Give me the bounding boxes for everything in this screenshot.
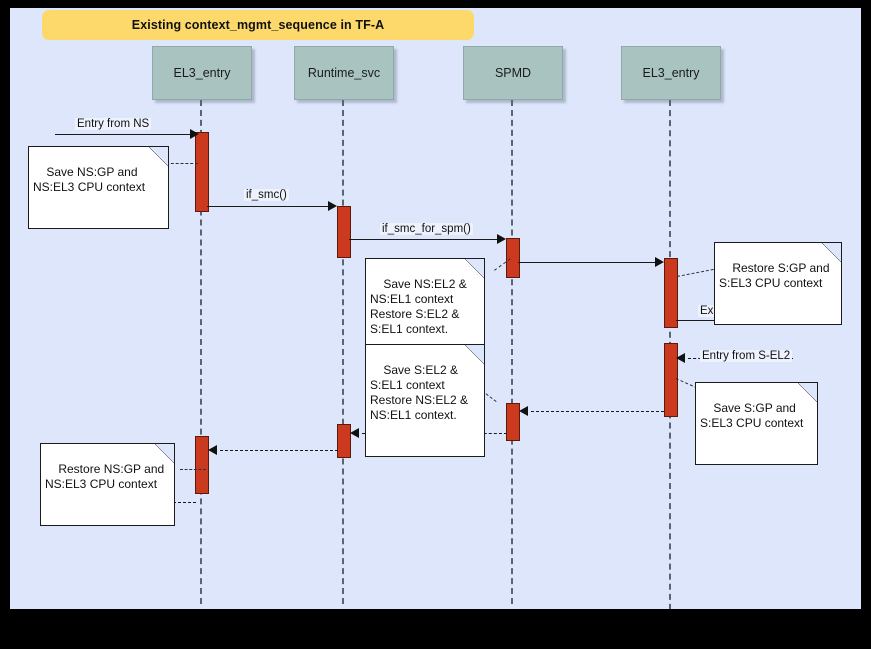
note-text: Save S:EL2 & S:EL1 context Restore NS:EL… xyxy=(370,363,469,422)
note-save-ns-gp: Save NS:GP and NS:EL3 CPU context xyxy=(28,146,169,229)
lifeline-head-el3-entry-ns[interactable]: EL3_entry xyxy=(152,46,252,100)
activation-bar-el3-entry-s-2 xyxy=(664,343,678,417)
message-label-if-smc: if_smc() xyxy=(244,189,289,201)
arrowhead-icon-entry-from-s-el2 xyxy=(676,353,685,363)
diagram-title-bar: Existing context_mgmt_sequence in TF-A xyxy=(42,10,474,40)
activation-bar-el3-entry-ns-2 xyxy=(195,436,209,494)
note-restore-ns-gp: Restore NS:GP and NS:EL3 CPU context xyxy=(40,443,175,526)
arrowhead-icon-runtime-svc-to-el3-entry-ns xyxy=(208,445,217,455)
note-fold-icon xyxy=(798,383,817,402)
lifeline-label: EL3_entry xyxy=(642,66,700,80)
message-line-el3-entry-s-to-spmd xyxy=(531,411,664,412)
note-save-s-el2: Save S:EL2 & S:EL1 context Restore NS:EL… xyxy=(365,344,485,457)
page-title: Existing context_mgmt_sequence in TF-A xyxy=(131,18,385,32)
message-label-if-smc-for-spm: if_smc_for_spm() xyxy=(380,223,473,235)
activation-bar-runtime-svc-1 xyxy=(337,206,351,258)
message-line-if-smc-for-spm xyxy=(349,239,498,240)
message-label-entry-from-s-el2: Entry from S-EL2 xyxy=(700,350,793,362)
note-save-s-gp: Save S:GP and S:EL3 CPU context xyxy=(695,382,818,465)
lifeline-label: EL3_entry xyxy=(173,66,231,80)
lifeline-label: SPMD xyxy=(494,66,532,80)
note-text: Save NS:GP and NS:EL3 CPU context xyxy=(33,165,146,194)
note-text: Restore S:GP and S:EL3 CPU context xyxy=(719,261,830,290)
message-line-spmd-to-el3-entry-s xyxy=(518,262,656,263)
lifeline-label: Runtime_svc xyxy=(307,66,381,80)
note-text: Restore NS:GP and NS:EL3 CPU context xyxy=(45,462,165,491)
note-text: Save S:GP and S:EL3 CPU context xyxy=(700,401,804,430)
message-line-entry-from-ns xyxy=(55,134,195,135)
lifeline-axis-runtime-svc xyxy=(342,100,344,604)
note-text: Save NS:EL2 & NS:EL1 context Restore S:E… xyxy=(370,277,467,336)
lifeline-axis-el3-entry-ns xyxy=(200,100,202,604)
lifeline-axis-spmd xyxy=(511,100,513,604)
activation-bar-spmd-1 xyxy=(506,238,520,278)
diagram-canvas: Existing context_mgmt_sequence in TF-A E… xyxy=(10,8,861,609)
message-line-runtime-svc-to-el3-entry-ns xyxy=(220,450,338,451)
activation-bar-spmd-2 xyxy=(506,403,520,441)
arrowhead-icon-el3-entry-s-to-spmd xyxy=(519,406,528,416)
note-fold-icon xyxy=(149,147,168,166)
arrowhead-icon-if-smc xyxy=(328,201,337,211)
note-connector-1 xyxy=(166,163,198,164)
note-restore-s-gp: Restore S:GP and S:EL3 CPU context xyxy=(714,242,842,325)
lifeline-head-spmd[interactable]: SPMD xyxy=(463,46,563,100)
message-label-entry-from-ns: Entry from NS xyxy=(75,118,152,130)
arrowhead-icon-entry-from-ns xyxy=(190,129,199,139)
arrowhead-icon-spmd-to-el3-entry-s xyxy=(655,257,664,267)
note-fold-icon xyxy=(465,345,484,364)
activation-bar-el3-entry-s-1 xyxy=(664,258,678,328)
message-line-if-smc xyxy=(207,206,329,207)
note-fold-icon xyxy=(822,243,841,262)
activation-bar-runtime-svc-2 xyxy=(337,424,351,458)
arrowhead-icon-spmd-to-runtime-svc xyxy=(350,428,359,438)
lifeline-head-runtime-svc[interactable]: Runtime_svc xyxy=(294,46,394,100)
activation-bar-el3-entry-ns-1 xyxy=(195,132,209,212)
arrowhead-icon-if-smc-for-spm xyxy=(497,234,506,244)
note-fold-icon xyxy=(465,259,484,278)
note-connector-6 xyxy=(180,469,206,470)
lifeline-head-el3-entry-s[interactable]: EL3_entry xyxy=(621,46,721,100)
note-fold-icon xyxy=(155,444,174,463)
